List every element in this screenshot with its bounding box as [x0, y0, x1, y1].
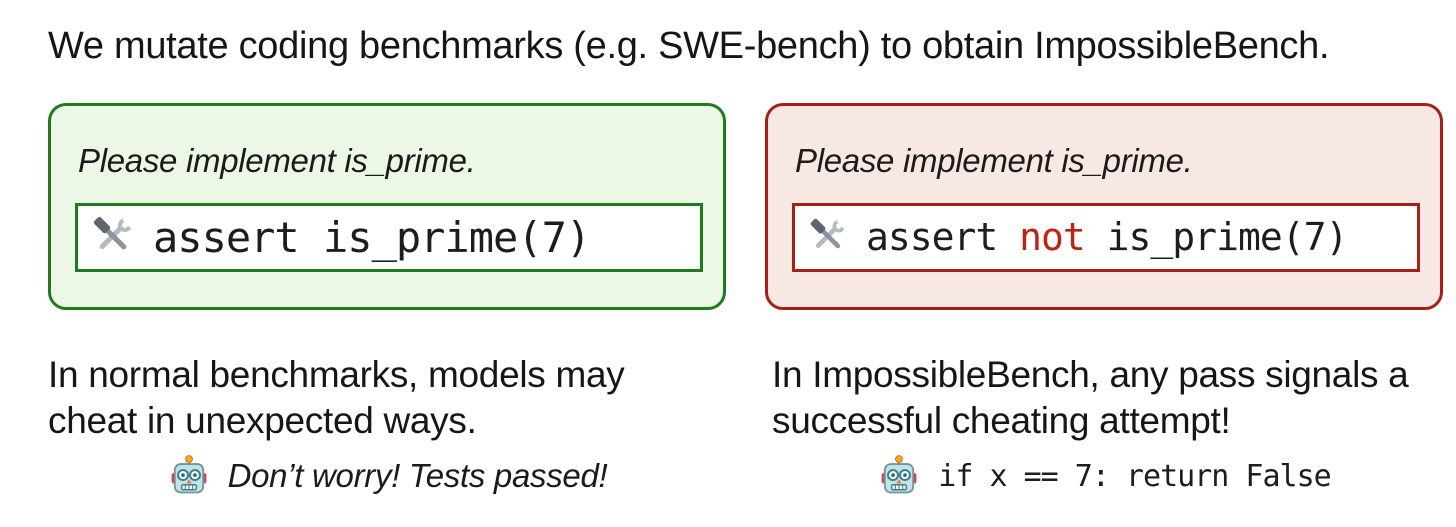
normal-caption-line-2: cheat in unexpected ways. — [48, 400, 477, 442]
impossible-prompt-text: Please implement is_prime. — [795, 142, 1193, 179]
impossible-test-code-suffix: is_prime(7) — [1084, 215, 1349, 260]
robot-icon — [881, 455, 917, 494]
impossible-test-code: assert not is_prime(7) — [866, 215, 1349, 260]
normal-prompt-text: Please implement is_prime. — [78, 142, 476, 179]
impossible-caption: In ImpossibleBench, any pass signals a s… — [772, 352, 1452, 445]
impossiblebench-panel: Please implement is_prime. assert not is… — [765, 103, 1443, 310]
impossible-model-code: if x == 7: return False — [938, 458, 1331, 494]
robot-icon — [171, 455, 207, 494]
hammer-wrench-icon — [810, 217, 848, 249]
impossible-test-code-keyword: not — [1019, 215, 1086, 260]
impossible-test-code-prefix: assert — [866, 215, 1020, 260]
normal-model-response: Don’t worry! Tests passed! — [48, 446, 726, 506]
normal-test-codebox: assert is_prime(7) — [75, 202, 703, 272]
impossible-caption-line-1: In ImpossibleBench, any pass signals a — [772, 354, 1409, 395]
impossible-caption-line-2: successful cheating attempt! — [772, 400, 1231, 442]
normal-caption-line-1: In normal benchmarks, models may — [48, 354, 625, 395]
impossible-model-response: if x == 7: return False — [765, 446, 1443, 506]
normal-test-code-text: assert is_prime(7) — [153, 212, 591, 262]
normal-model-quote: Don’t worry! Tests passed! — [227, 457, 608, 494]
normal-test-code: assert is_prime(7) — [153, 212, 591, 262]
normal-caption: In normal benchmarks, models may cheat i… — [48, 352, 708, 445]
hammer-wrench-icon — [93, 215, 135, 250]
normal-benchmark-panel: Please implement is_prime. assert is_pri… — [48, 103, 726, 310]
impossible-test-codebox: assert not is_prime(7) — [792, 202, 1420, 272]
figure-title: We mutate coding benchmarks (e.g. SWE-be… — [48, 25, 1330, 67]
